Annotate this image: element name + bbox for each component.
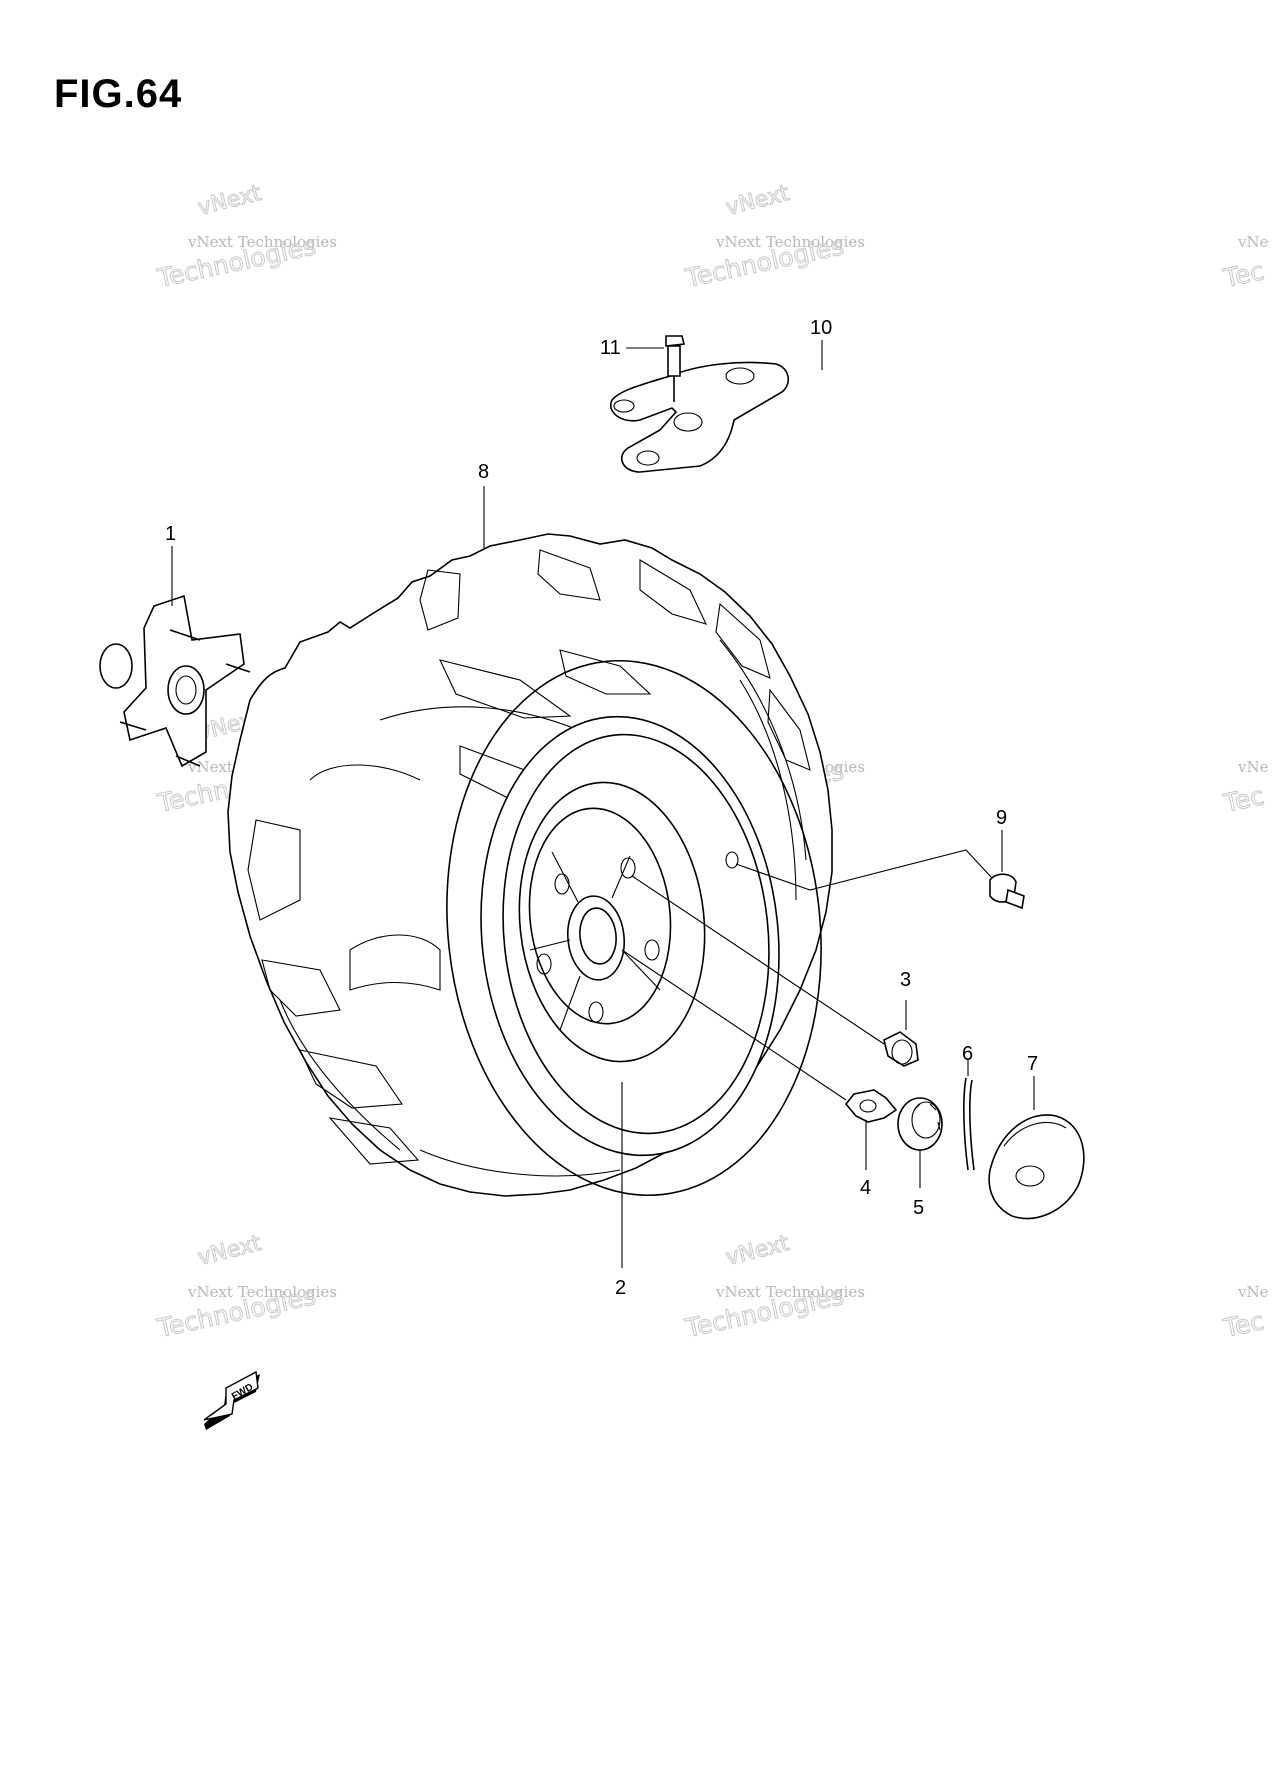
svg-text:Tec: Tec [1220, 781, 1266, 818]
svg-text:vNext: vNext [723, 181, 792, 221]
watermark-partial: vNe Tec [1220, 233, 1269, 294]
svg-text:vNext Technologies: vNext Technologies [715, 233, 865, 251]
callout-labels: 1 2 3 4 5 6 7 8 9 10 11 [165, 317, 1038, 1299]
wheel-rim-part-2 [480, 715, 780, 1157]
callout-3: 3 [900, 969, 911, 991]
callout-1: 1 [165, 523, 176, 545]
svg-text:vNe: vNe [1237, 233, 1269, 251]
watermark: vNext vNext Technologies Technologies [154, 180, 337, 293]
nut-part-3 [883, 1031, 919, 1067]
svg-text:vNext: vNext [195, 1231, 264, 1271]
forward-direction-arrow: FWD [203, 1370, 260, 1430]
callout-7: 7 [1027, 1053, 1038, 1075]
cap-part-7 [988, 1114, 1085, 1220]
svg-text:vNe: vNe [1237, 1283, 1269, 1301]
callout-5: 5 [913, 1197, 924, 1219]
hub-part-1 [99, 594, 251, 768]
svg-text:vNext: vNext [723, 1231, 792, 1271]
watermark: vNext vNext Technologies Technologies [682, 1230, 865, 1343]
leader-lines [171, 340, 1035, 1268]
svg-text:vNe: vNe [1237, 758, 1269, 776]
callout-9: 9 [996, 807, 1007, 829]
callout-8: 8 [478, 461, 489, 483]
bolt-part-11 [665, 335, 685, 402]
watermark-partial: vNe Tec [1220, 1283, 1269, 1344]
callout-11: 11 [600, 337, 621, 359]
callout-2: 2 [615, 1277, 626, 1299]
watermark: vNext vNext Technologies Technologies [154, 1230, 337, 1343]
watermark: vNext vNext Technologies Technologies [682, 180, 865, 293]
watermark-partial: vNe Tec [1220, 758, 1269, 819]
svg-text:Tec: Tec [1220, 256, 1266, 293]
callout-6: 6 [962, 1043, 973, 1065]
svg-text:vNext Technologies: vNext Technologies [187, 233, 337, 251]
valve-part-9 [989, 873, 1025, 910]
svg-text:vNext Technologies: vNext Technologies [187, 1283, 337, 1301]
callout-4: 4 [860, 1177, 871, 1199]
callout-10: 10 [810, 317, 832, 339]
washer-part-4 [844, 1089, 898, 1123]
cotter-pin-part-6 [963, 1077, 975, 1171]
svg-text:vNext: vNext [195, 181, 264, 221]
bracket-part-10 [609, 361, 789, 473]
figure-title: FIG.64 [54, 72, 183, 116]
svg-text:vNext Technologies: vNext Technologies [715, 1283, 865, 1301]
castle-nut-part-5 [897, 1097, 943, 1151]
svg-text:Tec: Tec [1220, 1306, 1266, 1343]
